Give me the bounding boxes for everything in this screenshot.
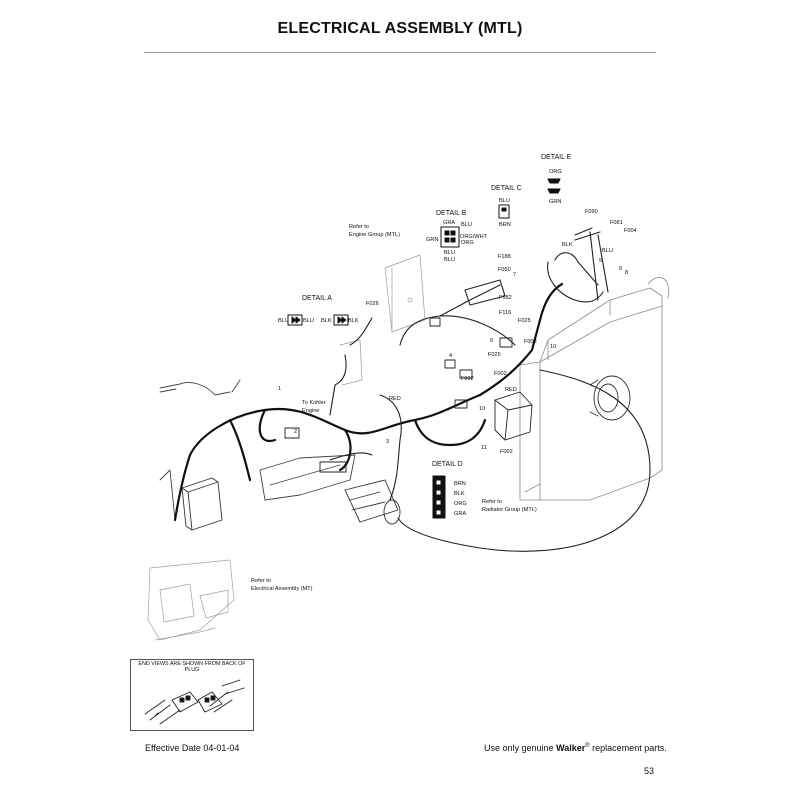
label-f090: F090	[585, 209, 598, 215]
detail-d-wire-3: ORG	[454, 501, 467, 507]
refer-engine-line-2: Engine Group (MTL)	[349, 232, 400, 238]
detail-a-connectors	[287, 314, 349, 326]
label-7: 7	[513, 272, 516, 278]
main-harness	[173, 282, 564, 522]
detail-b-wire-6: BLU	[444, 250, 455, 256]
end-view-inset: END VIEWS ARE SHOWN FROM BACK OF PLUG	[130, 659, 254, 731]
label-f188: F188	[498, 254, 511, 260]
radiator	[519, 277, 670, 501]
reference-callouts: Refer to Engine Group (MTL) To Kohler En…	[251, 224, 537, 592]
detail-a-wire-3: BLK	[321, 318, 332, 324]
detail-a-wire-4: BLK	[348, 318, 359, 324]
label-f002-d: F002	[500, 449, 513, 455]
detail-b-wire-1: GRA	[443, 220, 455, 226]
refer-radiator-line-1: Refer to	[482, 499, 502, 505]
label-f004: F004	[624, 228, 637, 234]
detail-e-wire-1: ORG	[549, 169, 562, 175]
label-f182: F182	[499, 295, 512, 301]
inset-plug-drawing	[144, 679, 245, 725]
label-f002-a: F002	[524, 339, 537, 345]
title-rule	[144, 52, 656, 53]
detail-b-wire-4: ORG/WHT	[460, 234, 488, 240]
detail-a-wire-2: BLU	[303, 318, 314, 324]
label-8: 8	[625, 270, 628, 276]
label-10-b: 10	[479, 406, 485, 412]
registered-mark: ®	[585, 743, 590, 749]
to-kohler-line-1: To Kohler	[302, 400, 326, 406]
to-kohler-line-2: Engine	[302, 408, 319, 414]
part-number-labels: F026 F188 F050 7 F182 F116 F025 F025 6 4…	[278, 209, 637, 455]
engine-outline	[339, 254, 426, 386]
detail-wire-labels: BLU BLU BLK BLK GRA BLU GRN ORG/WHT ORG …	[278, 169, 562, 517]
detail-e-connectors	[547, 178, 561, 194]
label-6: 6	[490, 338, 493, 344]
detail-c-title: DETAIL C	[491, 185, 522, 192]
label-f025-b: F025	[488, 352, 501, 358]
fan-motor	[589, 375, 631, 421]
detail-b-wire-2: BLU	[461, 222, 472, 228]
detail-d-wire-4: GRA	[454, 511, 466, 517]
label-red-1: RED	[389, 396, 401, 402]
footer-note: Use only genuine Walker® replacement par…	[484, 743, 667, 753]
refer-radiator-line-2: Radiator Group (MTL)	[482, 507, 537, 513]
label-blu: BLU	[602, 248, 613, 254]
label-10: 10	[550, 344, 556, 350]
detail-e-title: DETAIL E	[541, 154, 572, 161]
detail-b-title: DETAIL B	[436, 210, 467, 217]
label-9: 9	[619, 266, 622, 272]
label-1: 1	[278, 386, 281, 392]
label-3: 3	[386, 439, 389, 445]
starter	[344, 479, 401, 525]
battery	[181, 477, 223, 531]
label-5: 5	[599, 258, 602, 264]
detail-d-connector	[432, 475, 446, 519]
detail-e-wire-2: GRN	[549, 199, 561, 205]
label-f026: F026	[366, 301, 379, 307]
detail-b-wire-3: GRN	[426, 237, 438, 243]
refer-electrical-line-1: Refer to	[251, 578, 271, 584]
label-f050: F050	[498, 267, 511, 273]
lower-battery-group	[147, 559, 235, 641]
detail-c-wire-2: BRN	[499, 222, 511, 228]
detail-b-wire-5: ORG	[461, 240, 474, 246]
label-f025-a: F025	[518, 318, 531, 324]
detail-b-connector	[440, 226, 460, 248]
detail-c-connector	[498, 204, 510, 219]
detail-a-title: DETAIL A	[302, 295, 332, 302]
label-f002-c: F002	[461, 376, 474, 382]
page-title: ELECTRICAL ASSEMBLY (MTL)	[277, 20, 523, 37]
left-frame	[159, 379, 356, 521]
label-2: 2	[294, 429, 297, 435]
label-f116: F116	[499, 310, 511, 316]
footer-suffix: replacement parts.	[589, 743, 667, 753]
relay-module	[494, 391, 533, 441]
footer-prefix: Use only genuine	[484, 743, 557, 753]
detail-titles: DETAIL A DETAIL B DETAIL C DETAIL D DETA…	[302, 154, 572, 468]
detail-a-wire-1: BLU	[278, 318, 289, 324]
refer-electrical-line-2: Electrical Assembly (MT)	[251, 586, 313, 592]
inset-caption: END VIEWS ARE SHOWN FROM BACK OF PLUG	[138, 661, 246, 673]
detail-d-title: DETAIL D	[432, 461, 463, 468]
label-4: 4	[449, 353, 452, 359]
connectors	[284, 317, 513, 473]
label-f002-b: F002	[494, 371, 507, 377]
label-red-2: RED	[505, 387, 517, 393]
label-blk: BLK	[562, 242, 573, 248]
label-11: 11	[481, 445, 487, 451]
detail-d-wire-2: BLK	[454, 491, 465, 497]
harness-branches	[329, 227, 651, 552]
effective-date: Effective Date 04-01-04	[145, 743, 240, 753]
page-number: 53	[644, 766, 655, 776]
refer-engine-line-1: Refer to	[349, 224, 369, 230]
detail-b-wire-7: BLU	[444, 257, 455, 263]
detail-d-wire-1: BRN	[454, 481, 466, 487]
detail-c-wire-1: BLU	[499, 198, 510, 204]
label-f081: F081	[610, 220, 623, 226]
brand-name: Walker	[556, 743, 586, 753]
